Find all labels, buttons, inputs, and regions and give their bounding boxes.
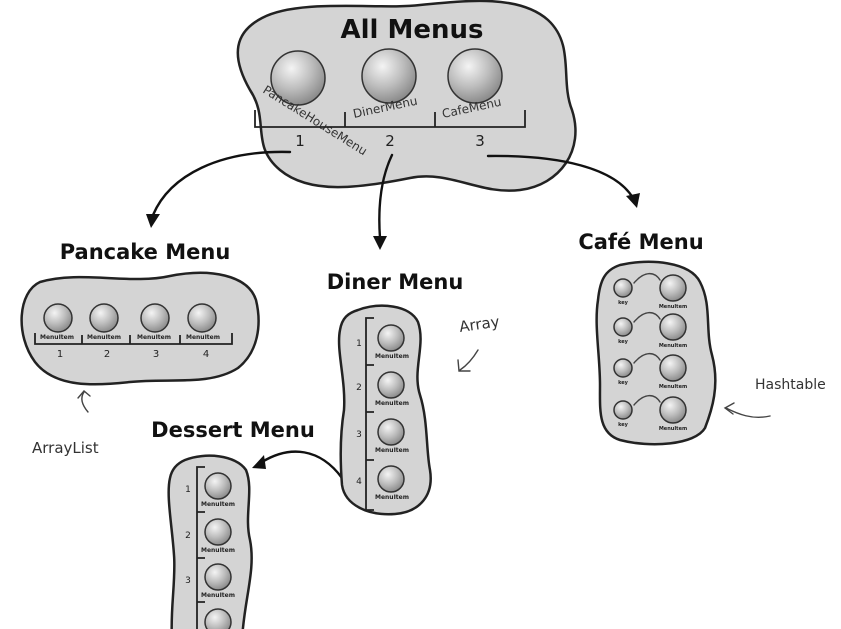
- menu-item-label: MenuItem: [659, 384, 687, 390]
- pancake-house-menu-ball: [270, 50, 326, 106]
- pancake-index: 2: [104, 349, 110, 360]
- diner-index: 2: [356, 383, 362, 393]
- menu-item-ball: [204, 563, 232, 591]
- array-pointer: [457, 349, 479, 372]
- pancake-menu-blob: [20, 271, 260, 386]
- pancake-bracket: [34, 333, 233, 345]
- arrow-to-diner: [378, 153, 394, 240]
- arrowhead-pancake: [146, 214, 160, 228]
- diner-menu-ball: [361, 48, 417, 104]
- all-menus-index: 1: [295, 132, 305, 150]
- pancake-index: 3: [153, 349, 159, 360]
- pancake-index: 4: [203, 349, 209, 360]
- key-label: key: [618, 300, 629, 306]
- dessert-index: 3: [185, 576, 191, 586]
- arrowhead-dessert: [252, 455, 266, 469]
- menu-item-label: MenuItem: [201, 547, 235, 554]
- menu-item-ball: [659, 396, 687, 424]
- diner-menu-node: Diner Menu MenuItem MenuItem MenuItem Me…: [327, 270, 501, 516]
- pancake-menu-title: Pancake Menu: [60, 240, 231, 264]
- array-annotation: Array: [458, 312, 501, 335]
- menu-item-ball: [377, 324, 405, 352]
- key-ball: [613, 317, 633, 337]
- menu-item-label: MenuItem: [87, 334, 121, 341]
- cafe-menu-ball: [447, 48, 503, 104]
- all-menus-index: 3: [475, 132, 485, 150]
- arraylist-pointer: [77, 390, 91, 413]
- menu-item-label: MenuItem: [201, 592, 235, 599]
- all-menus-bracket: [254, 110, 526, 128]
- menu-item-ball: [187, 303, 217, 333]
- key-ball: [613, 278, 633, 298]
- menu-item-label: MenuItem: [201, 501, 235, 508]
- key-label: key: [618, 380, 629, 386]
- cafe-row: key MenuItem: [613, 352, 687, 390]
- cafe-row: key MenuItem: [613, 311, 687, 349]
- menu-item-label: MenuItem: [186, 334, 220, 341]
- menu-item-label: MenuItem: [375, 400, 409, 407]
- menu-item-label: MenuItem: [137, 334, 171, 341]
- cafe-menu-blob: [595, 260, 717, 446]
- arrowhead-cafe: [626, 193, 640, 208]
- hash-arrow: [633, 352, 661, 364]
- cafe-row: key MenuItem: [613, 272, 687, 310]
- menu-item-label: MenuItem: [375, 353, 409, 360]
- menu-item-ball: [377, 371, 405, 399]
- diner-bracket: [365, 317, 374, 511]
- key-label: key: [618, 422, 629, 428]
- arrow-to-pancake: [151, 150, 292, 217]
- cafe-menu-node: Café Menu key MenuItem key MenuItem key …: [578, 230, 826, 446]
- key-ball: [613, 358, 633, 378]
- menu-item-ball: [43, 303, 73, 333]
- all-menus-index: 2: [385, 132, 395, 150]
- all-menus-node: All Menus PancakeHouseMenu DinerMenu Caf…: [236, 0, 577, 192]
- hash-arrow: [633, 311, 661, 323]
- menu-item-ball: [204, 518, 232, 546]
- arrow-to-cafe: [486, 154, 635, 200]
- key-label: key: [618, 339, 629, 345]
- dessert-bracket: [196, 466, 205, 629]
- pancake-items: MenuItem MenuItem MenuItem MenuItem 1 2 …: [34, 303, 233, 360]
- arrow-to-dessert: [260, 450, 344, 480]
- menu-item-label: MenuItem: [375, 494, 409, 501]
- dessert-index: 1: [185, 485, 191, 495]
- diner-menu-title: Diner Menu: [327, 270, 464, 294]
- diner-index: 1: [356, 339, 362, 349]
- menu-item-ball: [659, 274, 687, 302]
- cafe-row: key MenuItem: [613, 394, 687, 432]
- cafe-menu-title: Café Menu: [578, 230, 703, 254]
- hashtable-annotation: Hashtable: [755, 377, 826, 393]
- menu-item-label: MenuItem: [375, 447, 409, 454]
- diner-menu-blob: [337, 304, 432, 516]
- menu-item-ball: [377, 465, 405, 493]
- dessert-menu-node: Dessert Menu MenuItem MenuItem MenuItem …: [151, 418, 315, 629]
- menu-item-label: MenuItem: [659, 426, 687, 432]
- pancake-menu-node: Pancake Menu MenuItem MenuItem MenuItem …: [20, 240, 260, 457]
- pancake-index: 1: [57, 349, 63, 360]
- diner-index: 4: [356, 477, 362, 487]
- menu-item-label: MenuItem: [659, 343, 687, 349]
- menu-item-ball: [659, 313, 687, 341]
- arraylist-annotation: ArrayList: [32, 439, 99, 457]
- dessert-menu-title: Dessert Menu: [151, 418, 315, 442]
- diner-index: 3: [356, 430, 362, 440]
- connectors: [146, 150, 640, 480]
- menu-item-ball: [89, 303, 119, 333]
- menu-item-label: MenuItem: [40, 334, 74, 341]
- all-menus-title: All Menus: [341, 15, 484, 45]
- key-ball: [613, 400, 633, 420]
- hash-arrow: [633, 272, 661, 284]
- menu-item-ball: [377, 418, 405, 446]
- menu-item-label: MenuItem: [659, 304, 687, 310]
- dessert-index: 2: [185, 531, 191, 541]
- menu-item-ball: [204, 608, 232, 629]
- hashtable-pointer: [723, 402, 771, 418]
- arrowhead-diner: [373, 236, 387, 250]
- menu-item-ball: [659, 354, 687, 382]
- menu-item-ball: [204, 472, 232, 500]
- menu-item-ball: [140, 303, 170, 333]
- hash-arrow: [633, 394, 661, 406]
